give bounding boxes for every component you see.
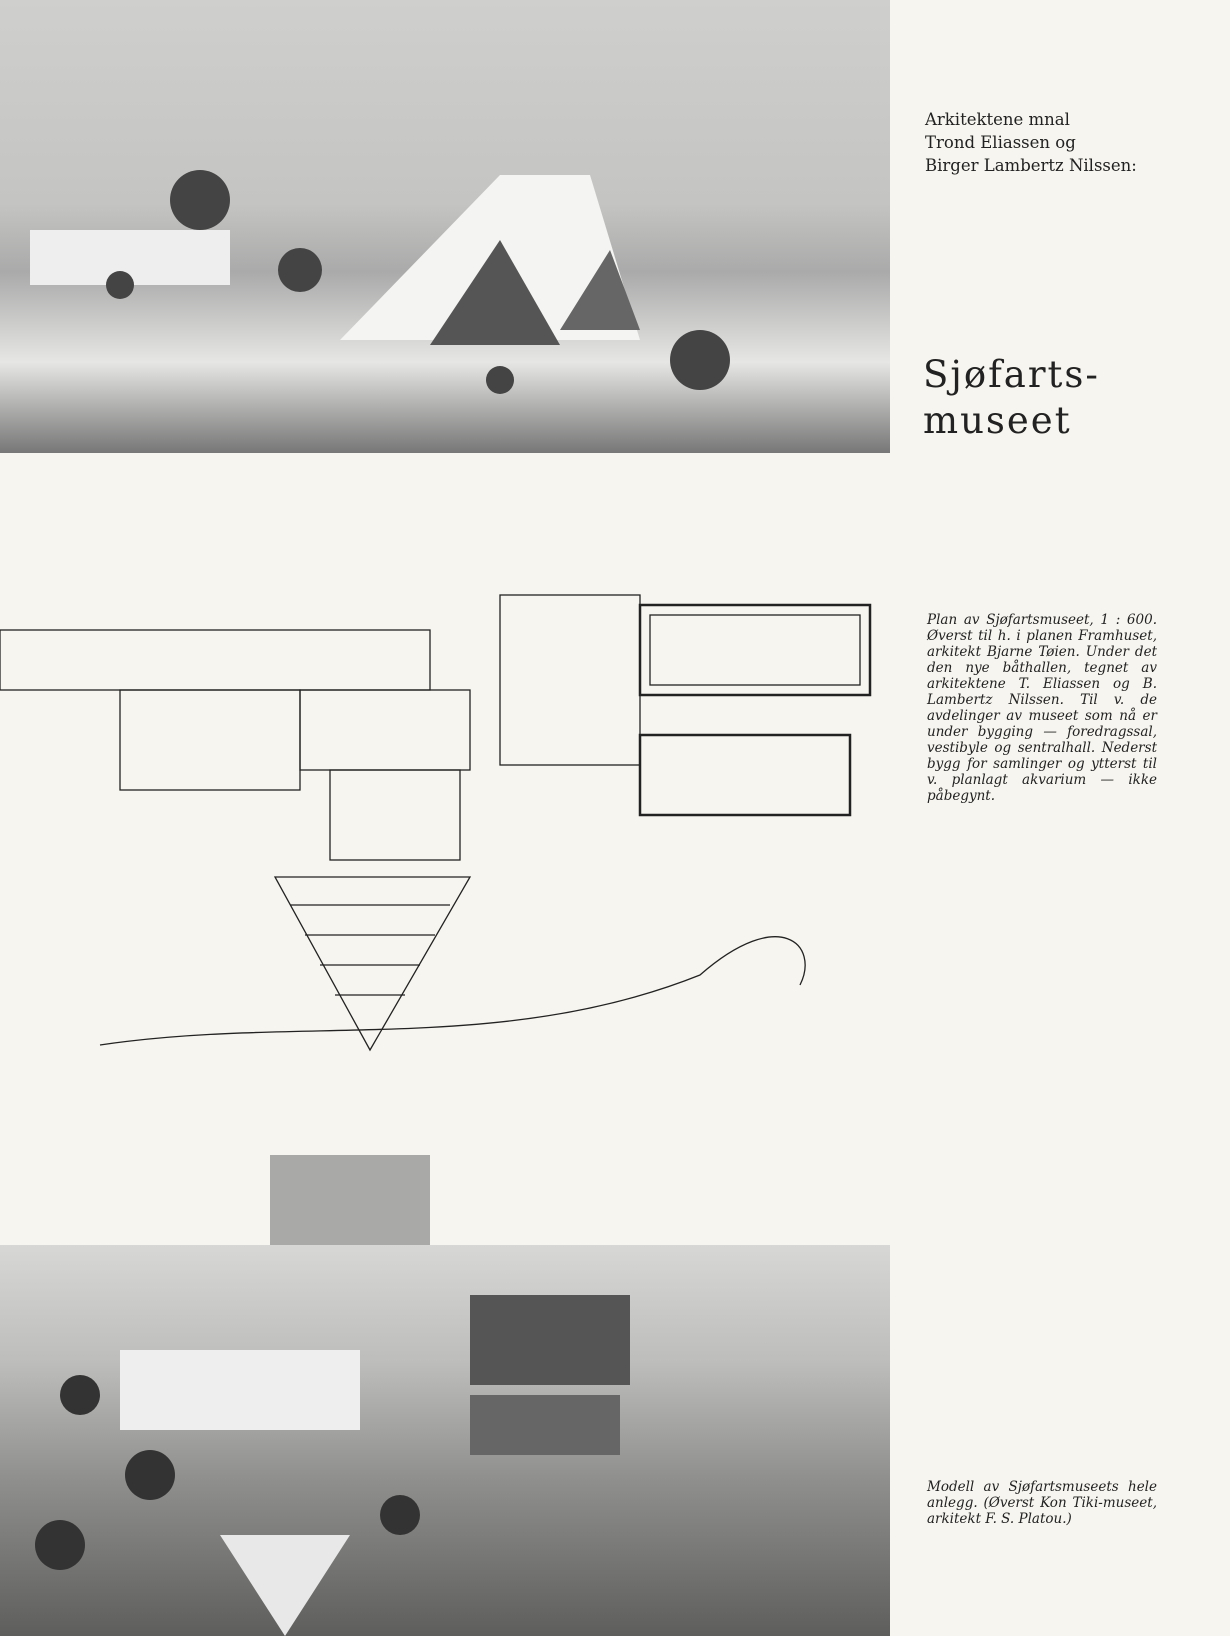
author-line: Trond Eliassen og [925, 133, 1076, 152]
model-photo-boat-hall [0, 0, 890, 453]
model-photo-site [0, 1245, 890, 1636]
title-line: Sjøfarts- [923, 353, 1100, 396]
page-title: Sjøfarts- museet [923, 352, 1100, 444]
title-line: museet [923, 399, 1072, 442]
authors: Arkitektene mnal Trond Eliassen og Birge… [925, 108, 1137, 177]
model-photo-kon-tiki [270, 1155, 430, 1247]
plan-caption: Plan av Sjøfartsmuseet, 1 : 600. Øverst … [927, 612, 1157, 804]
floor-plan [0, 594, 872, 1052]
model-caption: Modell av Sjøfartsmuseets hele anlegg. (… [927, 1479, 1157, 1527]
author-line: Birger Lambertz Nilssen: [925, 156, 1137, 175]
author-line: Arkitektene mnal [925, 110, 1070, 129]
